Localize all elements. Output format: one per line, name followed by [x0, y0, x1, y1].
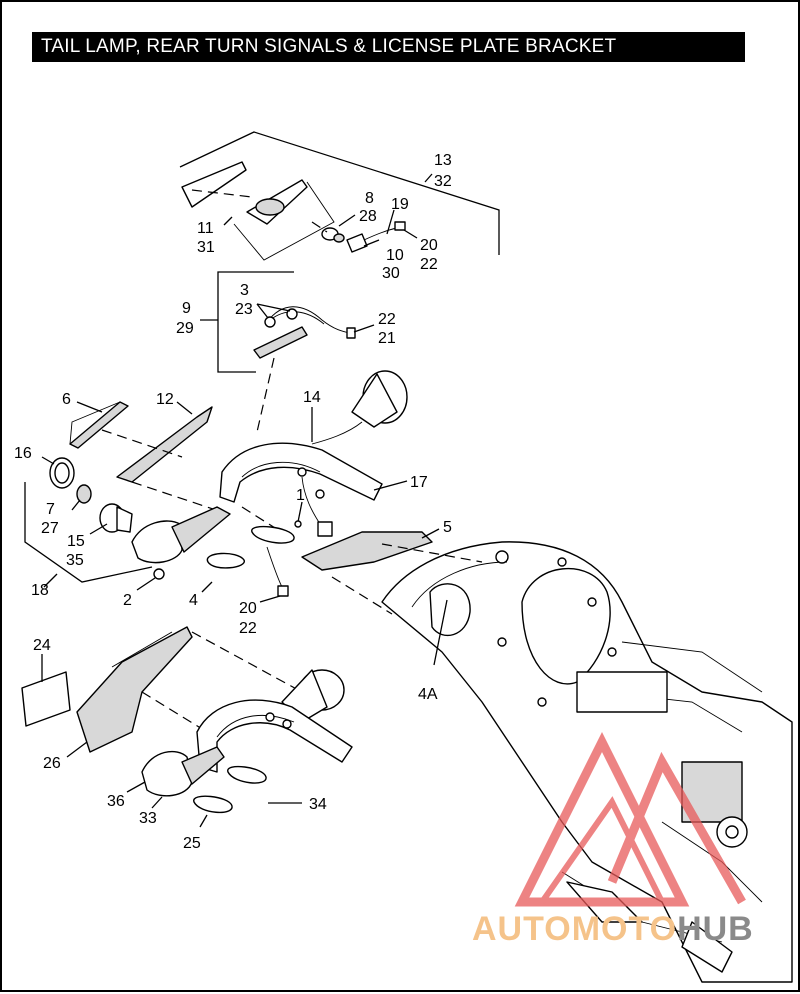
callout-32: 32	[434, 173, 452, 190]
turn-signal-assembly-upper	[24, 401, 231, 591]
callout-22-harness: 22	[378, 311, 396, 328]
callout-17: 17	[410, 474, 428, 491]
callout-1: 1	[296, 487, 305, 504]
lower-bracket-assembly	[21, 626, 353, 828]
callout-24: 24	[33, 637, 51, 654]
callout-28: 28	[359, 208, 377, 225]
callout-22-top: 22	[420, 256, 438, 273]
callout-12: 12	[156, 391, 174, 408]
callout-11: 11	[197, 220, 214, 237]
callout-33: 33	[139, 810, 157, 827]
callout-20-top: 20	[420, 237, 438, 254]
callout-22-mid: 22	[239, 620, 257, 637]
callout-30: 30	[382, 265, 400, 282]
watermark-text: AUTOMOTOHUB	[472, 910, 754, 949]
callout-18: 18	[31, 582, 49, 599]
callout-8: 8	[365, 190, 374, 207]
rear-fender-lamp-bracket	[201, 370, 440, 615]
callout-23: 23	[235, 301, 253, 318]
callout-labels: 13 32 8 28 19 11 31 20 22 10 30 3 23 9 2…	[14, 152, 452, 852]
callout-29: 29	[176, 320, 194, 337]
callout-9: 9	[182, 300, 191, 317]
page-title: TAIL LAMP, REAR TURN SIGNALS & LICENSE P…	[32, 32, 745, 62]
callout-19: 19	[391, 196, 409, 213]
callout-5: 5	[443, 519, 452, 536]
callout-6: 6	[62, 391, 71, 408]
watermark-part1: AUTOMOTO	[472, 910, 678, 948]
callout-7: 7	[46, 501, 55, 518]
callout-21: 21	[378, 330, 396, 347]
tail-lamp-lens-assembly	[179, 131, 500, 261]
callout-35: 35	[66, 552, 84, 569]
callout-16: 16	[14, 445, 32, 462]
watermark-logo	[514, 731, 746, 907]
callout-2: 2	[123, 592, 132, 609]
callout-4: 4	[189, 592, 198, 609]
callout-25: 25	[183, 835, 201, 852]
wiring-harness-assembly	[200, 271, 375, 433]
callout-26: 26	[43, 755, 61, 772]
watermark-part2: HUB	[677, 910, 754, 948]
callout-3: 3	[240, 282, 249, 299]
callout-4a: 4A	[418, 686, 438, 703]
callout-31: 31	[197, 239, 215, 256]
callout-20-mid: 20	[239, 600, 257, 617]
callout-34: 34	[309, 796, 327, 813]
callout-10: 10	[386, 247, 404, 264]
callout-36: 36	[107, 793, 125, 810]
callout-14: 14	[303, 389, 321, 406]
callout-27: 27	[41, 520, 59, 537]
callout-13: 13	[434, 152, 452, 169]
callout-15: 15	[67, 533, 85, 550]
